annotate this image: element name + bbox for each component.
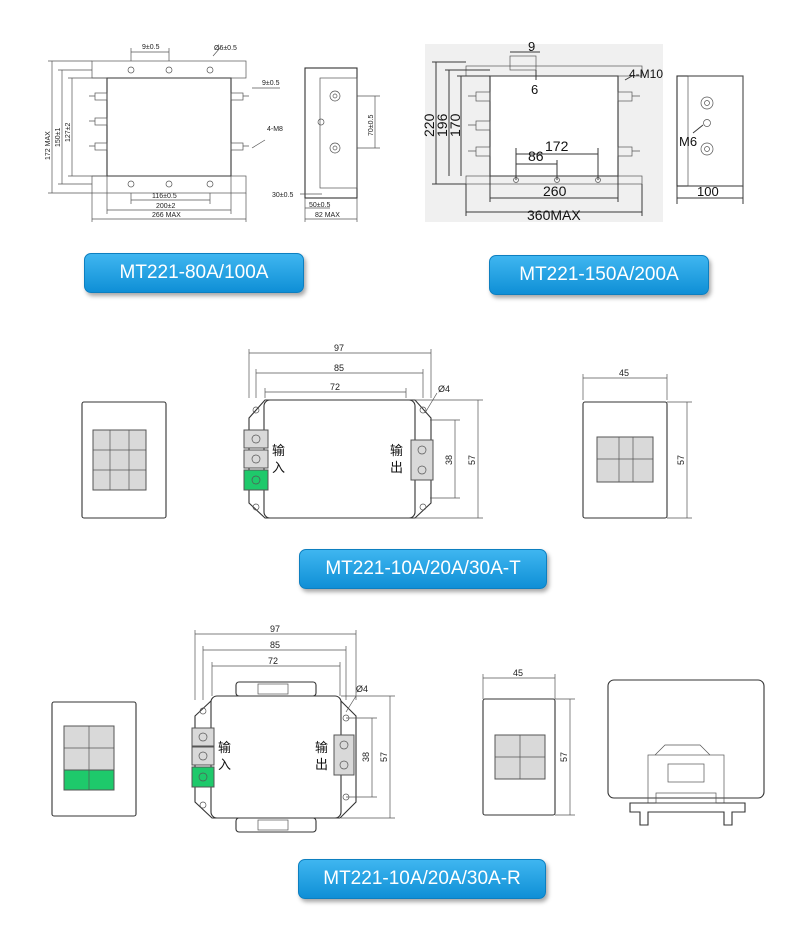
label-10ar-in-1: 输 — [218, 740, 231, 755]
dim-150a-196: 196 — [434, 113, 450, 137]
dim-80a-127: 127±2 — [65, 122, 72, 142]
label-10at-out-2: 出 — [390, 460, 403, 475]
dim-80a-172: 172 MAX — [45, 131, 52, 160]
drawing-80a-side — [300, 67, 380, 222]
drawing-10a-t-front — [243, 349, 483, 519]
dim-10at-85: 85 — [334, 363, 344, 373]
dim-80a-82: 82 MAX — [315, 212, 340, 219]
dim-10at-97: 97 — [334, 343, 344, 353]
drawing-10a-r-side — [482, 674, 575, 816]
label-10at-in-1: 输 — [272, 443, 285, 458]
dim-80a-m8: 4-M8 — [267, 126, 283, 133]
dim-80a-30: 30±0.5 — [272, 192, 293, 199]
drawing-10a-r-rail-view — [607, 679, 765, 826]
dim-150a-9: 9 — [528, 39, 535, 54]
dim-80a-200: 200±2 — [156, 203, 176, 210]
label-10ar-out-1: 输 — [315, 740, 328, 755]
dim-150a-172: 172 — [545, 138, 569, 154]
dim-80a-9b: 9±0.5 — [262, 80, 280, 87]
drawing-10a-t-left — [81, 401, 167, 519]
dim-10at-38: 38 — [444, 455, 454, 465]
dim-10ar-72: 72 — [268, 656, 278, 666]
label-10at-in-2: 入 — [272, 460, 285, 475]
dim-10at-45: 45 — [619, 368, 629, 378]
dim-80a-50: 50±0.5 — [309, 202, 330, 209]
dim-80a-hole: Ø6±0.5 — [214, 45, 237, 52]
drawing-150a-side — [676, 75, 744, 204]
dim-10ar-38: 38 — [361, 752, 371, 762]
drawing-10a-r-front — [191, 630, 395, 833]
dim-10ar-hole: Ø4 — [356, 684, 368, 694]
model-badge-150a: MT221-150A/200A — [489, 255, 709, 295]
drawing-80a-front — [48, 47, 280, 222]
dim-150a-260: 260 — [543, 183, 567, 199]
dim-10ar-57: 57 — [379, 752, 389, 762]
dim-10at-57: 57 — [467, 455, 477, 465]
dim-10ar-97: 97 — [270, 624, 280, 634]
dim-150a-m6: M6 — [679, 134, 697, 149]
dim-10ar-85: 85 — [270, 640, 280, 650]
dim-150a-360: 360MAX — [527, 207, 581, 223]
dim-150a-m10: 4-M10 — [629, 67, 663, 81]
label-10at-out-1: 输 — [390, 443, 403, 458]
model-badge-80a: MT221-80A/100A — [84, 253, 304, 293]
dim-10at-57b: 57 — [676, 455, 686, 465]
drawing-150a-front — [425, 44, 663, 222]
drawing-10a-r-left — [51, 701, 137, 817]
model-badge-10a-r: MT221-10A/20A/30A-R — [298, 859, 546, 899]
label-10ar-out-2: 出 — [315, 757, 328, 772]
dim-10at-hole: Ø4 — [438, 384, 450, 394]
dim-10ar-57b: 57 — [559, 752, 569, 762]
dim-10at-72: 72 — [330, 382, 340, 392]
dim-150a-100: 100 — [697, 184, 719, 199]
dim-10ar-45: 45 — [513, 668, 523, 678]
drawing-10a-t-side — [582, 374, 692, 519]
dim-80a-70: 70±0.5 — [368, 115, 375, 136]
dim-150a-86: 86 — [528, 148, 544, 164]
dim-80a-150: 150±1 — [55, 127, 62, 147]
dim-150a-220: 220 — [421, 113, 437, 137]
dim-80a-116: 116±0.5 — [152, 193, 177, 200]
dim-80a-266: 266 MAX — [152, 212, 181, 219]
dim-80a-9: 9±0.5 — [142, 44, 160, 51]
label-10ar-in-2: 入 — [218, 757, 231, 772]
dim-150a-6: 6 — [531, 82, 538, 97]
dim-150a-170: 170 — [447, 113, 463, 137]
model-badge-10a-t: MT221-10A/20A/30A-T — [299, 549, 547, 589]
